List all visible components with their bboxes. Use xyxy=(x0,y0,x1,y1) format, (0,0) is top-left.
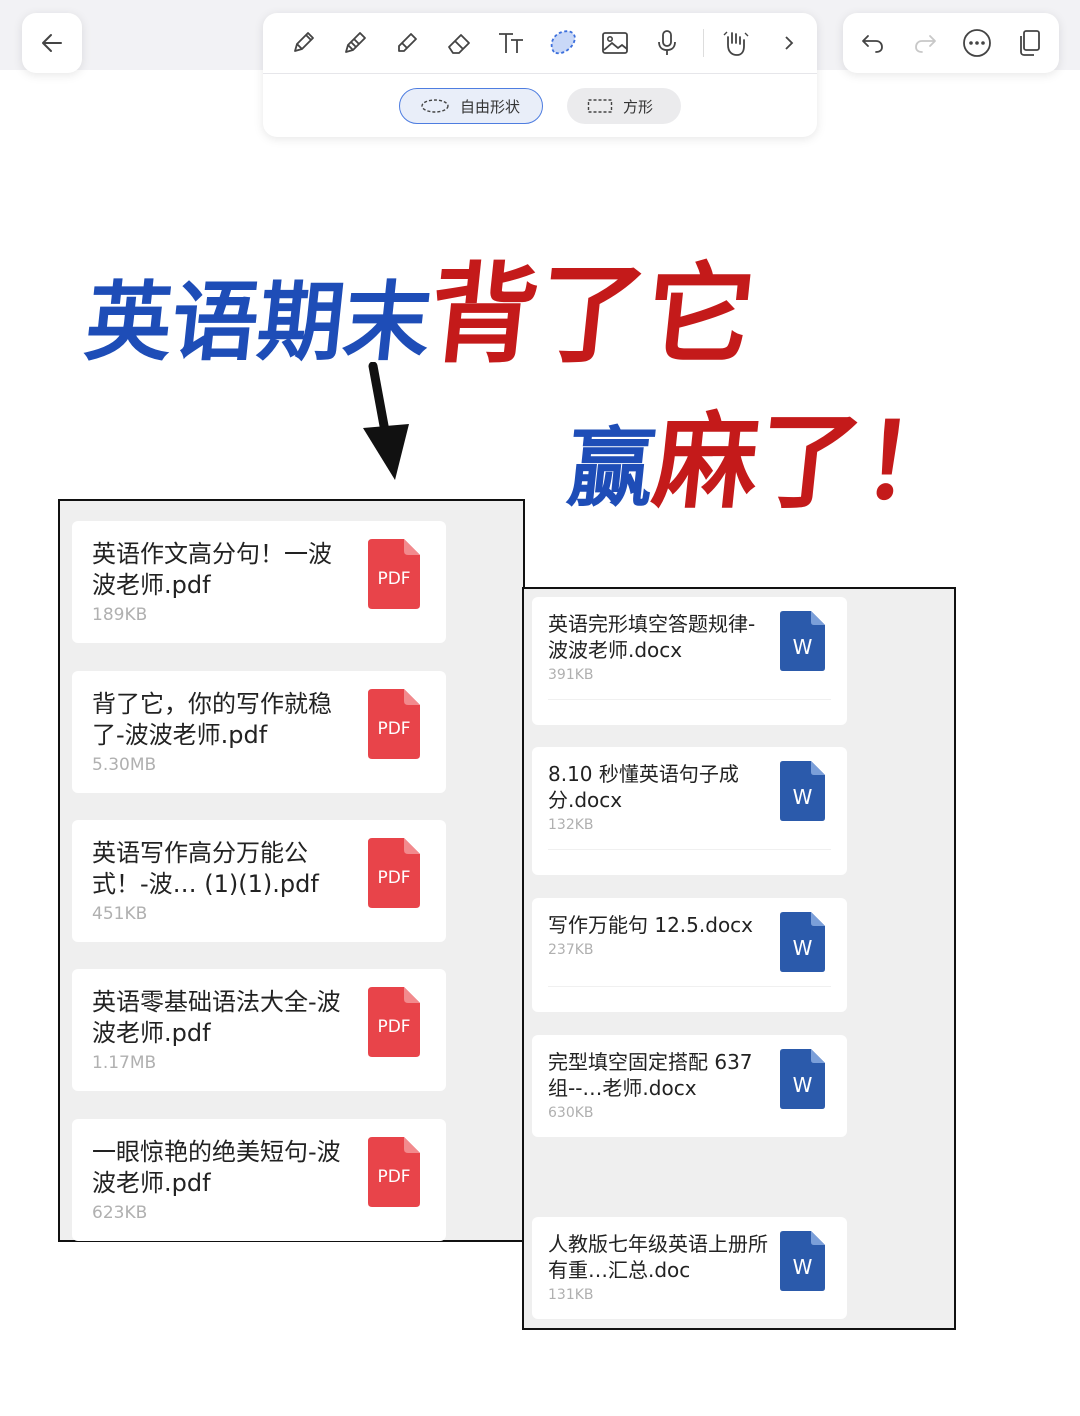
pages-icon[interactable] xyxy=(1011,25,1047,61)
pdf-file-icon: PDF xyxy=(368,1137,420,1207)
file-item[interactable]: 8.10 秒懂英语句子成分.docx 132KB W xyxy=(532,747,847,875)
pdf-file-icon: PDF xyxy=(368,987,420,1057)
more-options-icon[interactable] xyxy=(959,25,995,61)
file-item[interactable]: 一眼惊艳的绝美短句-波波老师.pdf 623KB PDF xyxy=(72,1119,446,1241)
file-name: 英语零基础语法大全-波波老师.pdf xyxy=(92,988,341,1047)
row-divider xyxy=(548,986,831,987)
pdf-file-icon: PDF xyxy=(368,838,420,908)
free-form-selection-button[interactable]: 自由形状 xyxy=(399,88,543,124)
drawing-toolbar: 自由形状 方形 xyxy=(263,13,817,137)
file-item[interactable]: 英语作文高分句！一波波老师.pdf 189KB PDF xyxy=(72,521,446,643)
pdf-file-list-screenshot: 英语作文高分句！一波波老师.pdf 189KB PDF 背了它，你的写作就稳了-… xyxy=(58,499,525,1242)
file-size: 1.17MB xyxy=(92,1053,157,1073)
file-size: 451KB xyxy=(92,904,148,924)
rectangle-label: 方形 xyxy=(623,97,654,116)
pdf-file-icon: PDF xyxy=(368,689,420,759)
file-size: 630KB xyxy=(548,1105,594,1121)
headline-red-text: 背了它 xyxy=(423,253,761,378)
file-name: 一眼惊艳的绝美短句-波波老师.pdf xyxy=(92,1138,341,1197)
lasso-tool-icon[interactable] xyxy=(545,25,581,61)
undo-icon[interactable] xyxy=(855,25,891,61)
eraser-tool-icon[interactable] xyxy=(441,25,477,61)
file-name: 英语写作高分万能公式！-波… (1)(1).pdf xyxy=(92,839,319,898)
headline-2-red-text: 麻了！ xyxy=(647,401,973,523)
file-name: 英语完形填空答题规律-波波老师.docx xyxy=(548,612,756,662)
file-name: 写作万能句 12.5.docx xyxy=(548,913,754,937)
file-item[interactable]: 完型填空固定搭配 637组--…老师.docx 630KB W xyxy=(532,1035,847,1137)
file-size: 131KB xyxy=(548,1287,594,1303)
toolbar-separator xyxy=(703,29,704,57)
pencil-tool-icon[interactable] xyxy=(337,25,373,61)
word-file-icon: W xyxy=(780,912,825,972)
back-arrow-icon xyxy=(42,34,62,52)
word-file-list-screenshot: 英语完形填空答题规律-波波老师.docx 391KB W 8.10 秒懂英语句子… xyxy=(522,587,956,1330)
file-item[interactable]: 英语完形填空答题规律-波波老师.docx 391KB W xyxy=(532,597,847,725)
file-name: 8.10 秒懂英语句子成分.docx xyxy=(548,762,739,812)
freeform-lasso-icon xyxy=(421,99,449,113)
redo-icon[interactable] xyxy=(907,25,943,61)
file-name: 人教版七年级英语上册所有重…汇总.doc xyxy=(548,1232,768,1282)
headline-line-2: 赢麻了！ xyxy=(563,401,973,523)
free-form-label: 自由形状 xyxy=(460,97,521,116)
pen-tool-icon[interactable] xyxy=(285,25,321,61)
word-file-icon: W xyxy=(780,1049,825,1109)
file-size: 237KB xyxy=(548,942,594,958)
file-item[interactable]: 英语零基础语法大全-波波老师.pdf 1.17MB PDF xyxy=(72,969,446,1091)
chevron-right-icon[interactable] xyxy=(771,25,807,61)
file-item[interactable]: 背了它，你的写作就稳了-波波老师.pdf 5.30MB PDF xyxy=(72,671,446,793)
file-name: 背了它，你的写作就稳了-波波老师.pdf xyxy=(92,690,332,749)
file-size: 623KB xyxy=(92,1203,148,1223)
file-size: 189KB xyxy=(92,605,148,625)
row-divider xyxy=(548,699,831,700)
file-item[interactable]: 英语写作高分万能公式！-波… (1)(1).pdf 451KB PDF xyxy=(72,820,446,942)
highlighter-tool-icon[interactable] xyxy=(389,25,425,61)
file-size: 132KB xyxy=(548,817,594,833)
file-item[interactable]: 写作万能句 12.5.docx 237KB W xyxy=(532,898,847,1012)
image-tool-icon[interactable] xyxy=(597,25,633,61)
file-size: 391KB xyxy=(548,667,594,683)
word-file-icon: W xyxy=(780,761,825,821)
rectangle-selection-icon xyxy=(587,99,613,113)
down-arrow-icon xyxy=(363,362,409,480)
file-name: 英语作文高分句！一波波老师.pdf xyxy=(92,540,332,599)
word-file-icon: W xyxy=(780,611,825,671)
back-button[interactable] xyxy=(22,13,82,73)
text-tool-icon[interactable] xyxy=(493,25,529,61)
file-size: 5.30MB xyxy=(92,755,157,775)
row-divider xyxy=(548,849,831,850)
file-name: 完型填空固定搭配 637组--…老师.docx xyxy=(548,1050,753,1100)
word-file-icon: W xyxy=(780,1231,825,1291)
headline-2-blue-text: 赢 xyxy=(562,419,660,519)
microphone-icon[interactable] xyxy=(649,25,685,61)
headline-line-1: 英语期末背了它 xyxy=(81,253,761,378)
hand-gesture-icon[interactable] xyxy=(717,25,753,61)
pdf-file-icon: PDF xyxy=(368,539,420,609)
toolbar-divider xyxy=(263,73,817,74)
file-item[interactable]: 人教版七年级英语上册所有重…汇总.doc 131KB W xyxy=(532,1217,847,1319)
rectangle-selection-button[interactable]: 方形 xyxy=(567,88,681,124)
action-toolbar xyxy=(843,13,1059,73)
headline-blue-text: 英语期末 xyxy=(80,273,436,373)
